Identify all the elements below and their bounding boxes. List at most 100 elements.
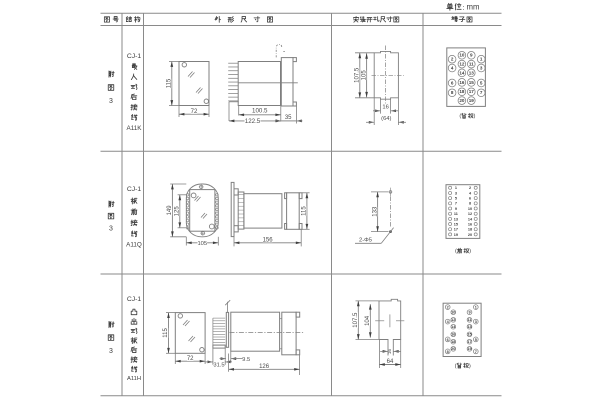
svg-text:6: 6 [451,80,454,85]
svg-text::: : [463,3,465,12]
svg-text:133: 133 [372,206,378,217]
svg-text:122.5: 122.5 [245,118,261,125]
svg-text:A11H: A11H [127,376,141,382]
svg-text:(: ( [455,363,457,369]
svg-text:9.5: 9.5 [242,357,250,363]
svg-text:18: 18 [459,89,465,94]
svg-text:12: 12 [459,62,465,67]
svg-text:5: 5 [475,338,477,342]
svg-text:107.5: 107.5 [353,312,359,328]
svg-text:20: 20 [451,347,455,351]
svg-text:19: 19 [469,98,475,103]
svg-text:11: 11 [467,318,471,322]
svg-text:16: 16 [468,222,472,226]
svg-text:12: 12 [468,212,472,216]
svg-text:13: 13 [454,217,458,221]
svg-text:17: 17 [454,228,458,232]
svg-text:3: 3 [109,225,113,232]
svg-text:18: 18 [468,228,472,232]
svg-text:(64): (64) [381,116,391,122]
svg-text:115: 115 [163,328,169,338]
svg-text:CJ-1: CJ-1 [127,186,142,193]
svg-text:11: 11 [469,62,474,67]
svg-text:14: 14 [468,217,473,221]
svg-text:10: 10 [468,207,472,211]
svg-text:20: 20 [468,233,472,237]
svg-text:13: 13 [467,325,471,329]
svg-text:149: 149 [167,205,173,216]
svg-text:2: 2 [451,57,454,62]
svg-text:8: 8 [469,202,471,206]
svg-text:14: 14 [451,325,456,329]
svg-text:8: 8 [451,90,454,95]
svg-text:5: 5 [480,80,483,85]
svg-text:72: 72 [187,356,194,362]
svg-text:16: 16 [382,104,388,110]
svg-text:(: ( [459,114,461,120]
svg-text:11: 11 [454,212,458,216]
svg-text:72: 72 [191,109,198,115]
svg-text:4: 4 [447,320,450,324]
svg-text:105: 105 [361,70,367,81]
svg-text:126: 126 [259,364,270,370]
svg-text:35: 35 [285,115,292,121]
svg-text:16: 16 [451,333,455,337]
svg-text:13: 13 [469,70,475,75]
svg-text:9: 9 [470,53,473,58]
svg-text:7: 7 [455,202,457,206]
svg-text:156: 156 [263,238,274,244]
svg-text:31.5: 31.5 [213,363,224,369]
svg-text:2-Φ5: 2-Φ5 [359,238,372,244]
svg-text:): ) [469,249,471,255]
svg-text:3: 3 [480,65,483,70]
svg-text:105: 105 [197,241,207,247]
svg-text:8: 8 [447,350,449,354]
svg-text:): ) [469,363,471,369]
svg-text:15: 15 [454,222,458,226]
svg-text:115: 115 [167,78,173,88]
svg-text:6: 6 [447,338,449,342]
svg-text:A11K: A11K [127,125,143,132]
svg-text:1: 1 [480,57,483,62]
svg-text:2: 2 [447,306,449,310]
svg-text:3: 3 [475,320,477,324]
svg-text:(: ( [455,249,457,255]
svg-text:15: 15 [469,80,475,85]
svg-text:9: 9 [468,311,470,315]
svg-text:2: 2 [469,186,471,190]
svg-text:4: 4 [469,191,472,195]
svg-text:12: 12 [451,318,455,322]
svg-text:16: 16 [459,80,465,85]
svg-text:19: 19 [467,347,471,351]
svg-text:14: 14 [459,70,465,75]
svg-text:4: 4 [451,65,454,70]
svg-text:A11Q: A11Q [126,242,142,249]
svg-text:CJ-1: CJ-1 [127,296,142,303]
svg-text:CJ-1: CJ-1 [127,53,142,60]
svg-text:5: 5 [455,197,457,201]
svg-text:18: 18 [451,340,455,344]
svg-text:9: 9 [455,207,457,211]
svg-text:100.5: 100.5 [252,107,268,114]
svg-text:104: 104 [365,315,371,326]
svg-text:3: 3 [109,98,113,105]
svg-text:10: 10 [459,53,465,58]
svg-text:20: 20 [459,98,465,103]
svg-text:17: 17 [467,340,471,344]
svg-text:16: 16 [387,349,393,355]
svg-text:115: 115 [302,206,308,216]
svg-text:7: 7 [475,350,477,354]
svg-text:64: 64 [387,359,394,365]
svg-text:107.5: 107.5 [355,67,361,83]
svg-text:1: 1 [475,306,477,310]
svg-text:19: 19 [454,233,458,237]
svg-text:): ) [474,114,476,120]
svg-text:17: 17 [469,89,475,94]
svg-text:1: 1 [455,186,457,190]
svg-text:mm: mm [467,3,480,12]
svg-text:6: 6 [469,197,471,201]
svg-text:15: 15 [467,333,471,337]
svg-text:125: 125 [175,206,181,217]
svg-text:3: 3 [109,348,113,355]
svg-text:3: 3 [455,191,457,195]
